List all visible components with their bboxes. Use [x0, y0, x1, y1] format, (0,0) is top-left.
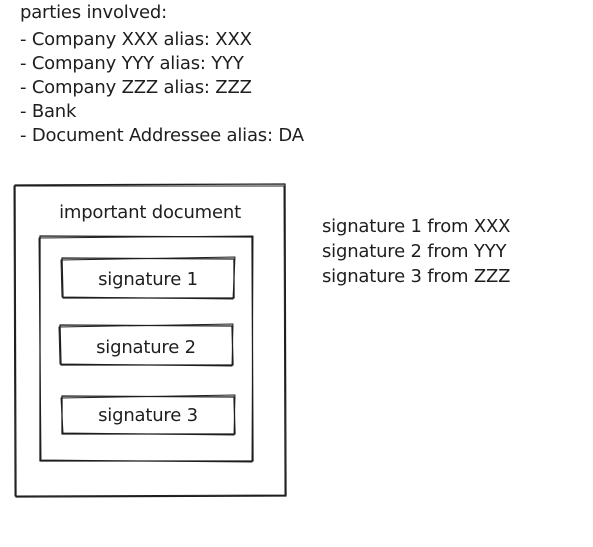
signature-box-1	[60, 256, 236, 300]
signature-box-3	[60, 394, 236, 436]
signature-label: signature 1	[98, 269, 198, 290]
document-inner-frame	[38, 235, 254, 463]
party-item: - Company XXX alias: XXX	[20, 29, 252, 50]
signature-note: signature 3 from ZZZ	[322, 266, 511, 287]
party-item: - Bank	[20, 101, 77, 122]
party-item: - Document Addressee alias: DA	[20, 125, 304, 146]
document-outer-frame	[13, 183, 287, 498]
parties-list: - Company XXX alias: XXX - Company YYY a…	[20, 28, 304, 148]
signature-label: signature 3	[98, 405, 198, 426]
signature-box-2	[58, 323, 234, 367]
signature-note: signature 1 from XXX	[322, 216, 511, 237]
signature-notes: signature 1 from XXX signature 2 from YY…	[322, 217, 510, 292]
party-item: - Company YYY alias: YYY	[20, 53, 244, 74]
party-item: - Company ZZZ alias: ZZZ	[20, 77, 252, 98]
signature-label: signature 2	[96, 337, 196, 358]
signature-note: signature 2 from YYY	[322, 241, 507, 262]
parties-heading: parties involved:	[20, 2, 167, 23]
document-title: important document	[59, 202, 241, 223]
